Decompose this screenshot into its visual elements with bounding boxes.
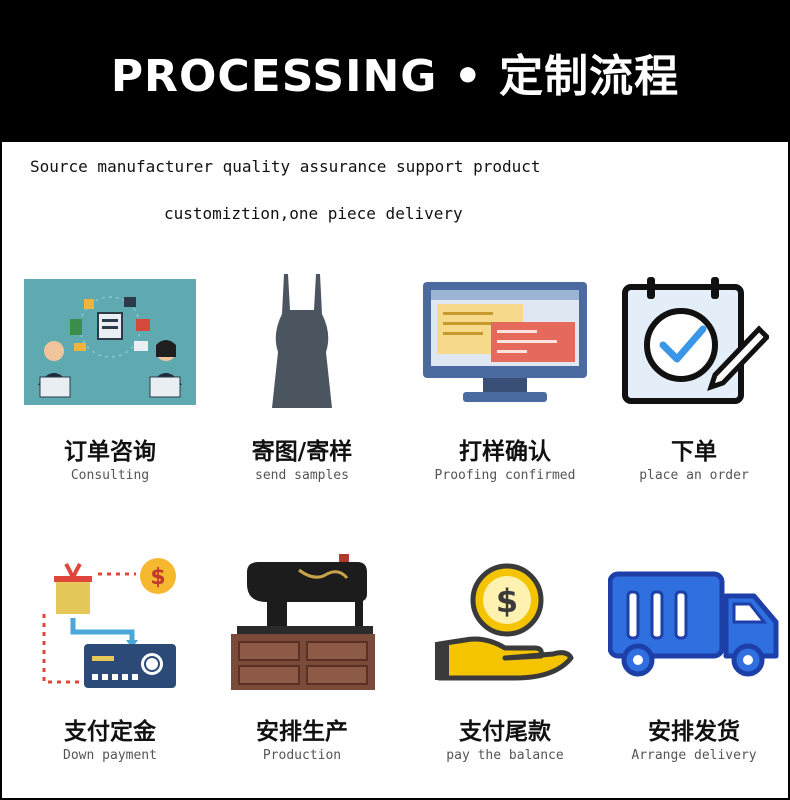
step-title-en: Production (262, 748, 342, 763)
step-title-en: Down payment (63, 748, 157, 763)
payment-card-icon: $ (20, 552, 200, 692)
step-title-en: send samples (255, 468, 349, 483)
step-title-cn: 订单咨询 (64, 438, 156, 465)
step-arrange-delivery: 安排发货 Arrange delivery (604, 552, 784, 782)
checklist-icon (604, 272, 784, 412)
tagline-line-2: customiztion,one piece delivery (164, 204, 463, 223)
step-production: 安排生产 Production (212, 552, 392, 782)
consulting-icon (20, 272, 200, 412)
step-title-en: pay the balance (446, 748, 564, 763)
step-title-cn: 下单 (671, 438, 717, 465)
step-title-cn: 打样确认 (459, 438, 551, 465)
step-place-order: 下单 place an order (604, 272, 784, 502)
page-title: PROCESSING • 定制流程 (110, 51, 680, 102)
sewing-machine-icon (212, 552, 392, 692)
step-title-en: place an order (639, 468, 749, 483)
step-send-samples: 寄图/寄样 send samples (212, 272, 392, 502)
step-title-en: Consulting (70, 468, 150, 483)
hand-coin-icon: $ (415, 552, 595, 692)
step-title-cn: 支付定金 (64, 718, 156, 745)
step-proofing: 打样确认 Proofing confirmed (415, 272, 595, 502)
truck-icon (604, 552, 784, 692)
step-title-cn: 安排发货 (648, 718, 740, 745)
step-down-payment: $ 支付定金 Down payment (20, 552, 200, 782)
step-consulting: 订单咨询 Consulting (20, 272, 200, 502)
step-title-en: Arrange delivery (631, 748, 757, 763)
header-banner: PROCESSING • 定制流程 (2, 2, 788, 142)
svg-text:$: $ (496, 582, 518, 620)
step-title-cn: 安排生产 (256, 718, 348, 745)
monitor-icon (415, 272, 595, 412)
step-title-en: Proofing confirmed (434, 468, 576, 483)
step-title-cn: 寄图/寄样 (251, 438, 353, 465)
dress-icon (212, 272, 392, 412)
svg-text:$: $ (150, 565, 165, 590)
tagline-line-1: Source manufacturer quality assurance su… (30, 157, 541, 176)
step-title-cn: 支付尾款 (459, 718, 551, 745)
step-pay-balance: $ 支付尾款 pay the balance (415, 552, 595, 782)
